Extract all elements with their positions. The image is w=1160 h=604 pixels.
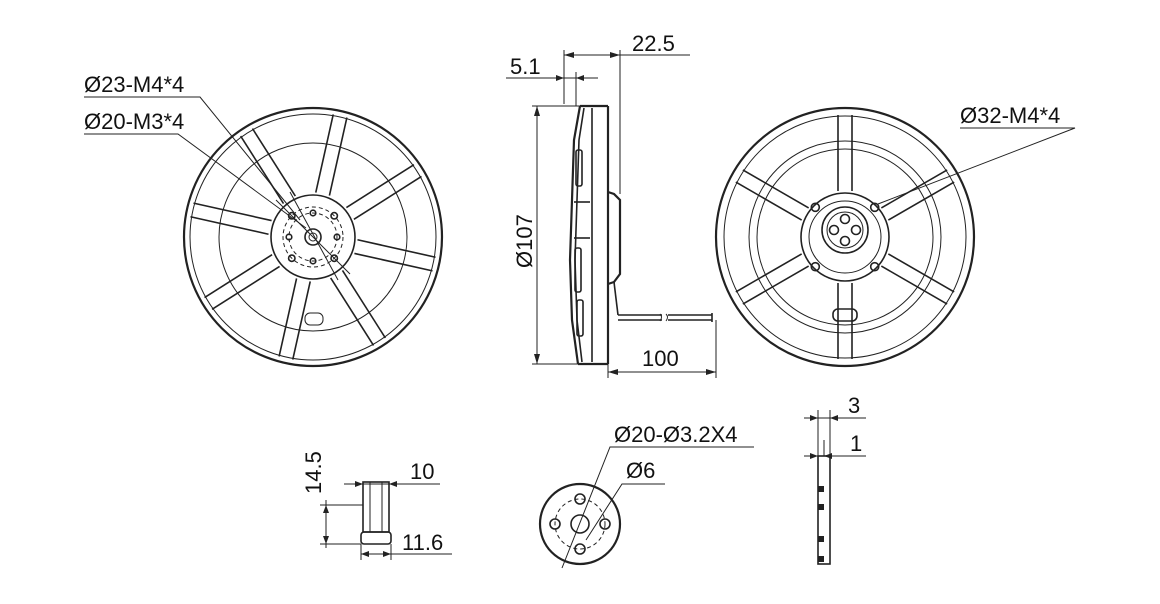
front-hole-m4-2 (287, 254, 296, 263)
back-outer-holes (810, 202, 880, 272)
front-spoke-2 (357, 238, 436, 259)
label-adapter-pcd: Ø20-Ø3.2X4 (614, 422, 738, 447)
back-outer-hole-0 (869, 202, 880, 213)
front-spoke-5 (204, 253, 273, 299)
front-slot (304, 312, 324, 326)
adapter-hole-1 (599, 518, 611, 530)
leader-adapter-pcd (561, 446, 754, 569)
adapter-hole-3 (549, 518, 561, 530)
front-hole-m3-2 (285, 233, 293, 241)
label-front-pcd-m4: Ø23-M4*4 (84, 72, 184, 97)
nut-detail: 14.5 10 11.6 (301, 451, 452, 560)
label-nut-top-width: 10 (410, 459, 434, 484)
front-spoke-1 (353, 175, 422, 221)
front-spoke-3 (341, 269, 387, 339)
front-spoke-4 (278, 278, 298, 357)
label-adapter-bore: Ø6 (626, 458, 655, 483)
back-spoke-2 (887, 253, 955, 293)
leader-adapter-bore (585, 483, 665, 541)
back-inner-holes (828, 213, 862, 247)
front-spoke-0 (328, 117, 348, 196)
back-slot (832, 308, 858, 322)
front-hub (270, 194, 356, 280)
back-spoke-4 (735, 253, 803, 293)
label-side-width: 22.5 (632, 31, 675, 56)
back-outer-hole-1 (869, 261, 880, 272)
back-inner-hole-3 (828, 224, 840, 236)
label-front-pcd-m3: Ø20-M3*4 (84, 109, 184, 134)
front-hole-m3-3 (309, 209, 317, 217)
back-outer-hole-3 (810, 202, 821, 213)
front-spoke-1 (345, 163, 415, 209)
back-hub (800, 192, 890, 282)
front-spoke-4 (291, 281, 312, 360)
front-spoke-5 (211, 265, 281, 311)
back-spoke-1 (880, 169, 948, 209)
back-spoke-4 (742, 265, 810, 305)
label-back-pcd: Ø32-M4*4 (960, 103, 1060, 128)
front-hole-m3-1 (309, 257, 317, 265)
label-nut-height: 14.5 (301, 451, 326, 494)
label-side-offset: 5.1 (510, 54, 541, 79)
label-plate-thickness: 3 (848, 393, 860, 418)
leader-front-m4 (84, 96, 301, 221)
front-spoke-2 (354, 252, 433, 272)
plate-section: 3 1 (804, 393, 866, 565)
front-spoke-6 (190, 215, 269, 236)
front-spoke-0 (314, 114, 335, 193)
front-view: Ø23-M4*4 Ø20-M3*4 (84, 72, 444, 368)
front-hole-m4-1 (330, 254, 339, 263)
front-spokes (190, 114, 436, 360)
back-spokes (735, 115, 955, 359)
front-hole-m4-0 (330, 211, 339, 220)
back-outer-hole-2 (810, 261, 821, 272)
back-inner-hole-0 (839, 213, 851, 225)
front-spoke-7 (239, 135, 285, 205)
back-inner-hole-1 (850, 224, 862, 236)
front-spoke-6 (193, 202, 272, 222)
adapter-detail: Ø20-Ø3.2X4 Ø6 (538, 422, 754, 569)
leader-front-m3 (84, 133, 307, 229)
back-inner-hole-2 (839, 235, 851, 247)
front-hole-m3-0 (333, 233, 341, 241)
adapter-holes (549, 493, 611, 555)
front-spoke-7 (251, 128, 297, 197)
label-plate-step: 1 (850, 431, 862, 456)
side-view: Ø107 22.5 5.1 100 (506, 31, 717, 378)
back-spoke-5 (742, 169, 810, 209)
front-spoke-3 (329, 277, 375, 346)
label-side-diameter: Ø107 (512, 214, 537, 268)
back-spoke-1 (887, 181, 955, 221)
adapter-hole-0 (574, 493, 586, 505)
label-nut-bottom-width: 11.6 (402, 530, 443, 555)
back-spoke-2 (880, 265, 948, 305)
leader-back-pcd (877, 127, 1076, 205)
back-spoke-5 (735, 181, 803, 221)
label-cable-length: 100 (642, 346, 679, 371)
back-view: Ø32-M4*4 (714, 103, 1076, 368)
adapter-hole-2 (574, 543, 586, 555)
